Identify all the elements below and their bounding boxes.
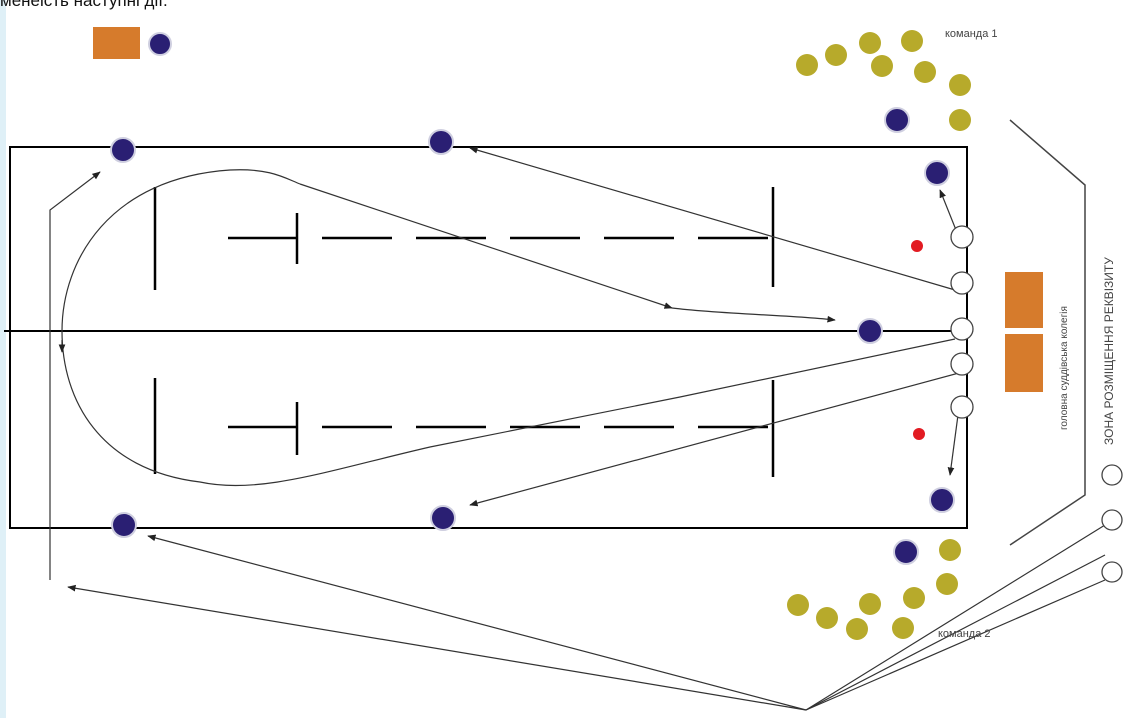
ring-marker-icon: [950, 352, 974, 376]
top-caption: менеість наступні дії.: [0, 0, 168, 10]
player-circle-icon: [936, 573, 958, 595]
player-circle-icon: [901, 30, 923, 52]
player-circle-icon: [892, 617, 914, 639]
team-1-label: команда 1: [945, 28, 998, 40]
lower-lane-markings: [153, 378, 775, 477]
player-circle-icon: [859, 593, 881, 615]
ring-markers: [950, 225, 1123, 583]
official-circle-icon: [929, 487, 955, 513]
player-circle-icon: [903, 587, 925, 609]
player-circle-icon: [859, 32, 881, 54]
player-circle-icon: [871, 55, 893, 77]
player-circle-icon: [949, 109, 971, 131]
player-circle-icon: [846, 618, 868, 640]
player-circle-icon: [914, 61, 936, 83]
team-2-players: [787, 539, 961, 640]
ring-marker-icon: [950, 395, 974, 419]
equipment-zone-outline: [1009, 119, 1086, 546]
ring-marker-icon: [950, 317, 974, 341]
judges-table-icon: [93, 27, 140, 59]
player-circle-icon: [796, 54, 818, 76]
team-1-players: [796, 30, 971, 131]
player-circle-icon: [939, 539, 961, 561]
left-edge-strip: [0, 0, 6, 718]
official-circle-icon: [924, 160, 950, 186]
player-circle-icon: [825, 44, 847, 66]
ring-marker-icon: [1101, 561, 1123, 583]
official-circle-icon: [857, 318, 883, 344]
official-circle-icon: [884, 107, 910, 133]
team-2-label: команда 2: [938, 628, 991, 640]
player-circle-icon: [816, 607, 838, 629]
officials: [110, 32, 955, 565]
official-circle-icon: [148, 32, 172, 56]
equipment-zone-label: ЗОНА РОЗМІЩЕННЯ РЕКВІЗИТУ: [1102, 257, 1116, 445]
run-paths: [49, 146, 1106, 711]
judges-table-icon: [1005, 272, 1043, 328]
official-circle-icon: [111, 512, 137, 538]
red-marker-icon: [911, 240, 923, 252]
judges-label: головна суддівська колегія: [1059, 306, 1070, 430]
official-circle-icon: [428, 129, 454, 155]
official-circle-icon: [893, 539, 919, 565]
ring-marker-icon: [950, 271, 974, 295]
official-circle-icon: [430, 505, 456, 531]
ring-marker-icon: [1101, 464, 1123, 486]
player-circle-icon: [787, 594, 809, 616]
ring-marker-icon: [950, 225, 974, 249]
judges-table-icon: [1005, 334, 1043, 392]
player-circle-icon: [949, 74, 971, 96]
red-marker-icon: [913, 428, 925, 440]
ring-marker-icon: [1101, 509, 1123, 531]
official-circle-icon: [110, 137, 136, 163]
